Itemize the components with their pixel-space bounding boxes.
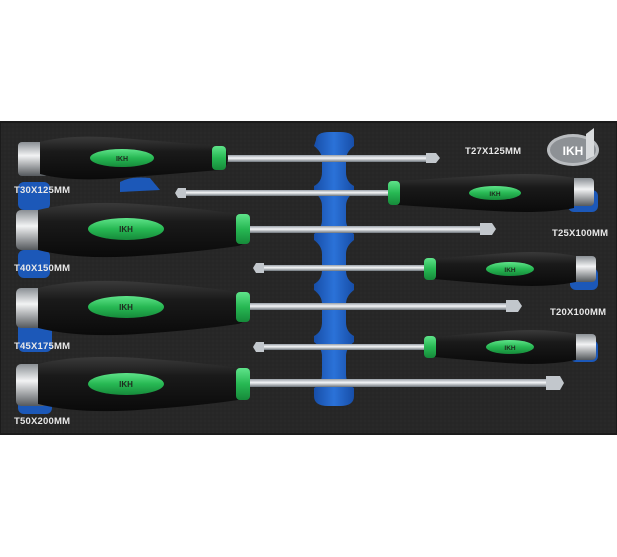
handle-brand-t30: IKH — [116, 156, 128, 163]
screwdriver-t30: IKH — [18, 136, 440, 180]
handle-brand-t27: IKH — [489, 191, 501, 198]
handle-brand-t40: IKH — [119, 225, 133, 234]
brand-logo: IKH — [547, 128, 599, 166]
screwdriver-t27: IKH — [175, 174, 594, 212]
handle-brand-t45: IKH — [119, 303, 133, 312]
label-t20: T20X100MM — [550, 307, 606, 318]
label-t50: T50X200MM — [14, 416, 70, 427]
label-t27: T27X125MM — [465, 146, 521, 157]
handle-brand-t20: IKH — [504, 345, 516, 352]
label-t25: T25X100MM — [552, 228, 608, 239]
screwdriver-t20: IKH — [253, 330, 596, 364]
screwdriver-t45: IKH — [16, 280, 522, 336]
screwdriver-t50: IKH — [16, 356, 564, 412]
label-t30: T30X125MM — [14, 185, 70, 196]
label-t45: T45X175MM — [14, 341, 70, 352]
label-t40: T40X150MM — [14, 263, 70, 274]
logo-text: IKH — [563, 144, 584, 158]
handle-brand-t25: IKH — [504, 267, 516, 274]
screwdriver-t40: IKH — [16, 202, 496, 258]
handle-brand-t50: IKH — [119, 380, 133, 389]
screwdriver-t25: IKH — [253, 252, 596, 286]
